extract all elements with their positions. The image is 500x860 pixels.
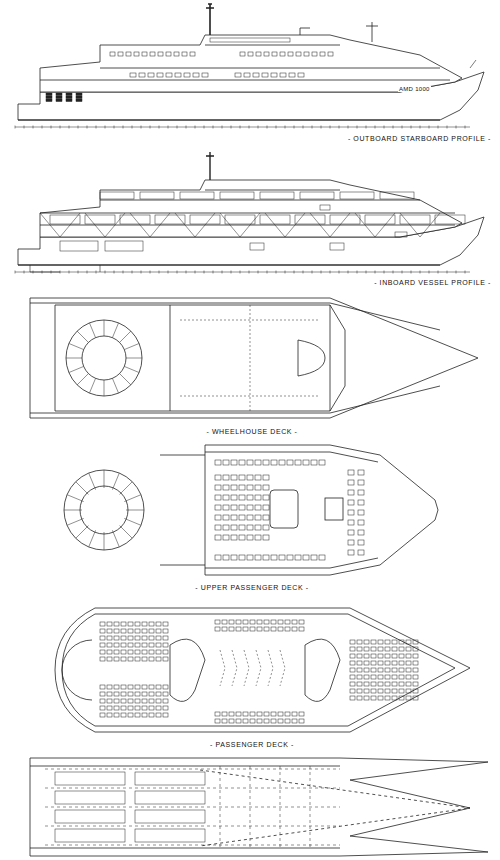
view-title: - OUTBOARD STARBOARD PROFILE - bbox=[347, 135, 492, 142]
passenger-deck-plan bbox=[55, 608, 470, 732]
detail-6 bbox=[66, 320, 142, 396]
detail-10 bbox=[100, 620, 418, 723]
detail-0 bbox=[15, 126, 470, 129]
outboard-profile bbox=[18, 4, 484, 120]
detail-5 bbox=[40, 213, 440, 237]
car-deck-plan bbox=[30, 758, 488, 856]
detail-3 bbox=[46, 93, 82, 102]
detail-7 bbox=[64, 470, 144, 550]
detail-8 bbox=[180, 305, 320, 411]
detail-1 bbox=[15, 271, 470, 274]
detail-9 bbox=[215, 460, 364, 560]
detail-4 bbox=[50, 192, 465, 251]
upper-passenger-deck-plan bbox=[64, 445, 438, 575]
detail-11 bbox=[220, 650, 285, 686]
inboard-profile bbox=[18, 152, 484, 272]
view-title: - PASSENGER DECK - bbox=[209, 741, 295, 748]
repeated-details bbox=[15, 38, 470, 848]
detail-13 bbox=[45, 766, 340, 848]
hull-name: AMD 1000 bbox=[398, 86, 431, 92]
view-title: - INBOARD VESSEL PROFILE - bbox=[373, 279, 492, 286]
view-title: - WHEELHOUSE DECK - bbox=[205, 428, 298, 435]
detail-2 bbox=[110, 38, 333, 77]
wheelhouse-deck-plan bbox=[30, 298, 478, 418]
view-title: - UPPER PASSENGER DECK - bbox=[194, 584, 309, 591]
